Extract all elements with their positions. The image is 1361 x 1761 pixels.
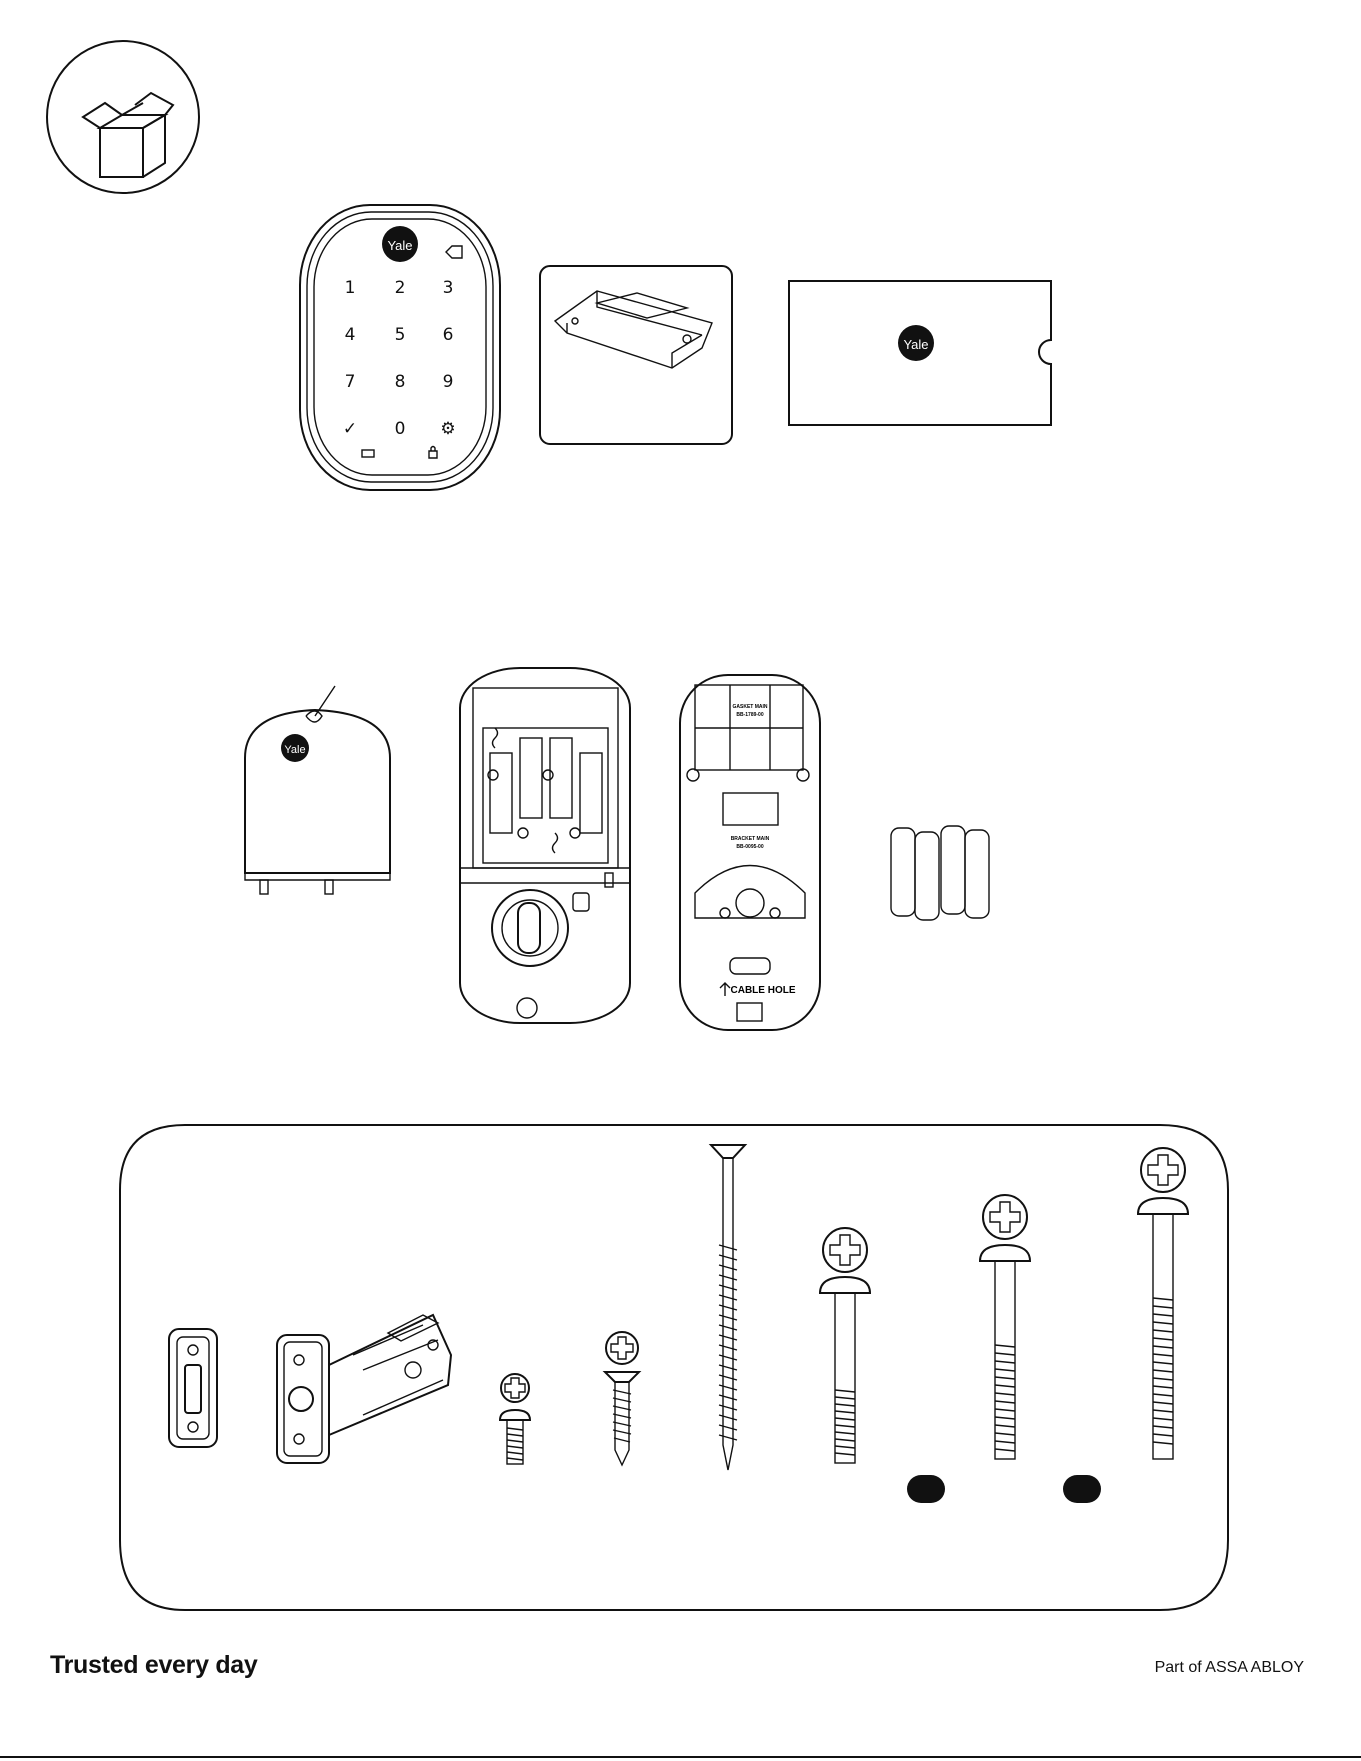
wood-screw-long: [705, 1140, 755, 1475]
latch-bolt: [273, 1295, 473, 1470]
yale-logo-text: Yale: [903, 337, 928, 352]
strike-plate: [165, 1325, 225, 1455]
bottom-rule: [0, 1756, 1361, 1758]
battery-cover: Yale: [240, 678, 400, 903]
interior-lock-body: [455, 663, 640, 1033]
yale-logo-text: Yale: [284, 744, 305, 756]
machine-screw-medium: [815, 1225, 875, 1475]
cable-hole-label: CABLE HOLE: [731, 985, 796, 996]
key-check: ✓: [343, 419, 357, 439]
key-3: 3: [443, 278, 454, 298]
network-module-card: [537, 263, 737, 448]
wood-screw-short: [600, 1330, 650, 1480]
footer-tagline: Trusted every day: [50, 1651, 258, 1680]
network-module: [555, 291, 712, 368]
keypad-front: Yale 1 2 3 4 5 6 7 8 9 ✓ 0 ⚙: [292, 200, 512, 500]
key-2: 2: [395, 278, 406, 298]
key-1: 1: [345, 278, 356, 298]
lock-icon: [429, 447, 437, 459]
key-0: 0: [395, 419, 406, 439]
machine-screw-extra-long: [1133, 1148, 1193, 1468]
key-settings: ⚙: [440, 419, 455, 439]
key-5: 5: [395, 325, 406, 345]
box-icon: [83, 93, 173, 177]
aa-batteries: [885, 820, 995, 925]
key-7: 7: [345, 372, 356, 392]
footer-brand-line: Part of ASSA ABLOY: [1155, 1659, 1304, 1677]
yale-logo-text: Yale: [387, 238, 412, 253]
mounting-plate: GASKET MAIN BB-1789-00 BRACKET MAIN BB-0…: [675, 663, 825, 1038]
machine-screw-small: [495, 1370, 545, 1480]
key-9: 9: [443, 372, 454, 392]
screw-marker-1: [907, 1475, 945, 1503]
delete-key-icon: [446, 246, 462, 258]
bracket-label-line-2: BB-0095-00: [736, 844, 763, 850]
package-contents-badge: [45, 35, 205, 195]
key-6: 6: [443, 325, 454, 345]
key-card: Yale: [786, 278, 1056, 428]
key-8: 8: [395, 372, 406, 392]
gasket-label-line-2: BB-1789-00: [736, 712, 763, 718]
battery-icon: [362, 450, 374, 457]
keypad-keys: 1 2 3 4 5 6 7 8 9 ✓ 0 ⚙: [343, 278, 456, 439]
screw-marker-2: [1063, 1475, 1101, 1503]
bracket-label-line-1: BRACKET MAIN: [731, 836, 770, 842]
machine-screw-long: [975, 1195, 1035, 1465]
battery-slots: [488, 728, 602, 853]
key-4: 4: [345, 325, 356, 345]
gasket-label-line-1: GASKET MAIN: [733, 704, 768, 710]
